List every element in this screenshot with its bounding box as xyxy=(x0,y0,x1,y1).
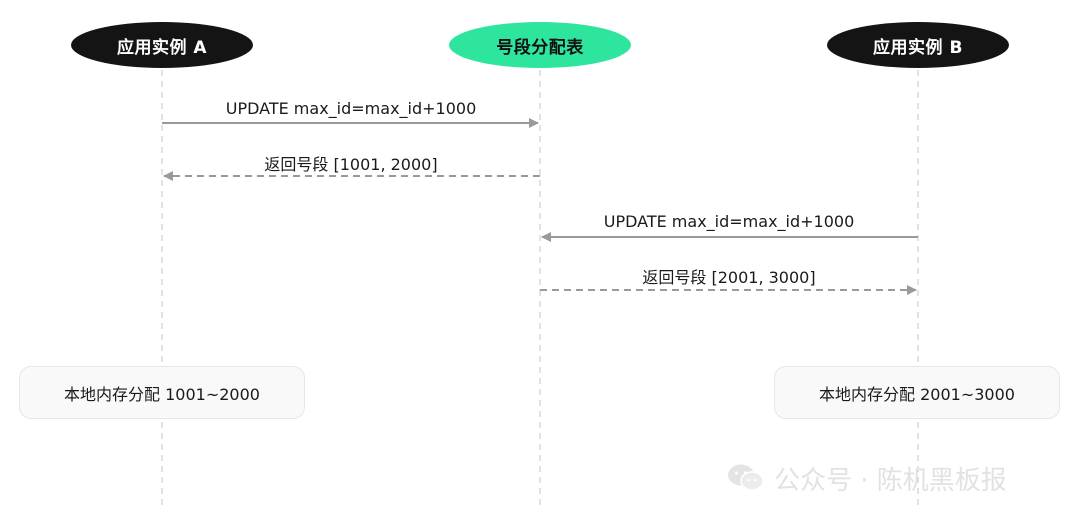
actor-app-instance-b: 应用实例 B xyxy=(827,22,1009,68)
actor-app-instance-a: 应用实例 A xyxy=(71,22,253,68)
actor-label: 号段分配表 xyxy=(496,37,584,58)
watermark: 公众号 · 陈机黑板报 xyxy=(726,458,1007,498)
note-instance-a: 本地内存分配 1001~2000 xyxy=(19,366,305,419)
watermark-text: 公众号 · 陈机黑板报 xyxy=(774,465,1007,496)
message-label-1: UPDATE max_id=max_id+1000 xyxy=(225,99,477,118)
actor-label: 应用实例 B xyxy=(873,37,963,58)
message-label-2: 返回号段 [1001, 2000] xyxy=(264,155,438,174)
message-label-3: UPDATE max_id=max_id+1000 xyxy=(603,212,855,231)
actor-label: 应用实例 A xyxy=(116,37,208,58)
note-instance-b: 本地内存分配 2001~3000 xyxy=(774,366,1060,419)
message-label-4: 返回号段 [2001, 3000] xyxy=(642,268,816,287)
note-label: 本地内存分配 1001~2000 xyxy=(64,384,260,404)
note-label: 本地内存分配 2001~3000 xyxy=(819,384,1015,404)
wechat-icon xyxy=(726,463,766,493)
actor-segment-table: 号段分配表 xyxy=(449,22,631,68)
